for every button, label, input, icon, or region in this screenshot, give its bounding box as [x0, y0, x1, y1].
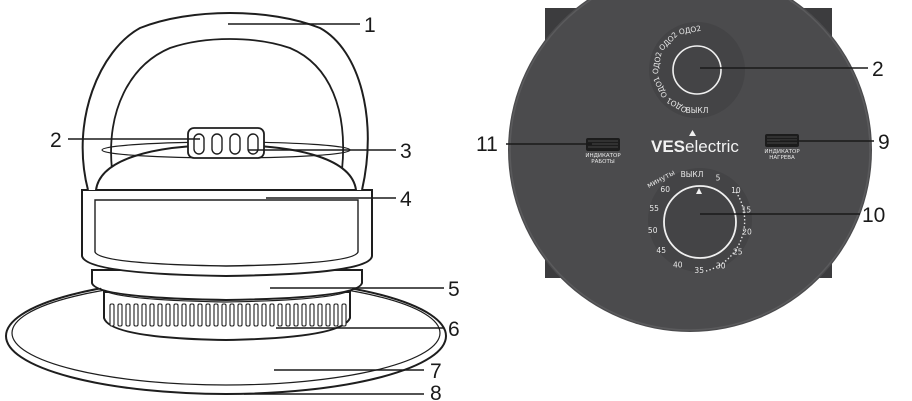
timer-scale-label: 45: [656, 246, 666, 255]
pointer-triangle: [689, 130, 696, 136]
brand-logo-bold: VES: [651, 137, 685, 156]
appliance-drawing: 1 2 3 4 5 6 7 8: [5, 12, 460, 401]
callout-2-right: 2: [872, 58, 884, 81]
work-indicator-label-2: РАБОТЫ: [591, 159, 615, 165]
vent-slot: [261, 303, 267, 327]
vent-slot: [213, 303, 219, 327]
temperature-knob: [672, 45, 722, 95]
vent-slot: [301, 303, 307, 327]
timer-knob: [663, 185, 737, 259]
vent-slot: [269, 303, 275, 327]
vent-slot: [189, 303, 195, 327]
panel-face: [508, 0, 872, 332]
handle-inner: [110, 38, 344, 171]
vent-slot: [221, 303, 227, 327]
timer-scale-label: 10: [731, 186, 741, 195]
callout-2-left: 2: [50, 129, 62, 152]
vent-slot: [317, 303, 323, 327]
callout-3: 3: [400, 140, 412, 163]
vent-slot: [197, 303, 203, 327]
callout-10: 10: [862, 204, 885, 227]
vent-slot: [333, 303, 339, 327]
vent-slot: [245, 303, 251, 327]
callout-1: 1: [364, 14, 376, 37]
timer-scale-label: 20: [742, 228, 752, 237]
callout-8: 8: [430, 382, 442, 401]
vent-slot: [141, 303, 147, 327]
brand-logo-light: electric: [685, 137, 739, 156]
timer-scale-label: 50: [648, 226, 658, 235]
vent-slot: [277, 303, 283, 327]
glass-bowl: [81, 189, 373, 278]
heat-indicator-lines: [767, 136, 797, 144]
timer-scale-label: 5: [716, 174, 721, 183]
temperature-scale-label: ОДО2: [678, 24, 702, 37]
vent-slot: [165, 303, 171, 327]
lid-knob-grips: [193, 133, 259, 155]
temperature-scale-label: ОДО2: [651, 51, 664, 75]
work-indicator-label-1: ИНДИКАТОР: [585, 153, 621, 159]
vent-slot: [253, 303, 259, 327]
work-indicator-lines: [588, 140, 618, 148]
vent-slot: [149, 303, 155, 327]
vent-slot: [181, 303, 187, 327]
temperature-dial-plate: [649, 22, 745, 118]
vent-slot: [341, 303, 347, 327]
timer-scale-label: 15: [742, 206, 752, 215]
callout-7: 7: [430, 360, 442, 383]
timer-off-label: ВЫКЛ: [681, 170, 704, 179]
vent-slot: [229, 303, 235, 327]
temperature-off-label: ВЫКЛ: [686, 106, 709, 115]
vent-slots: [109, 303, 347, 327]
vent-slot: [125, 303, 131, 327]
timer-scale-label: 60: [660, 185, 670, 194]
timer-scale-label: 25: [733, 248, 743, 257]
vent-slot: [325, 303, 331, 327]
vent-slot: [173, 303, 179, 327]
callout-9: 9: [878, 131, 890, 154]
vent-slot: [205, 303, 211, 327]
timer-scale-label: 30: [716, 261, 726, 270]
vent-slot: [285, 303, 291, 327]
vent-slot: [293, 303, 299, 327]
heat-indicator-label-1: ИНДИКАТОР: [764, 149, 800, 155]
glass-bowl-window: [94, 199, 359, 267]
vent-slot: [117, 303, 123, 327]
vent-slot: [157, 303, 163, 327]
vent-slot: [237, 303, 243, 327]
timer-scale-label: 55: [649, 204, 659, 213]
callout-4: 4: [400, 188, 412, 211]
timer-scale-label: 40: [673, 261, 683, 270]
vent-slot: [133, 303, 139, 327]
vent-slot: [309, 303, 315, 327]
timer-scale-label: 35: [694, 266, 704, 275]
timer-scale: 5 10 15 20 25 30 35 40 45 50 55 60: [648, 174, 752, 276]
panel-face-rim: [509, 0, 871, 331]
callout-11: 11: [476, 133, 498, 156]
timer-pointer: [696, 188, 702, 194]
callout-5: 5: [448, 278, 460, 301]
callout-6: 6: [448, 318, 460, 341]
lower-ring-inner: [99, 287, 355, 303]
brand-logo: VESelectric: [651, 137, 739, 156]
heat-indicator-label-2: НАГРЕВА: [769, 155, 795, 161]
vent-slot: [109, 303, 115, 327]
lid-knob: [187, 127, 265, 159]
